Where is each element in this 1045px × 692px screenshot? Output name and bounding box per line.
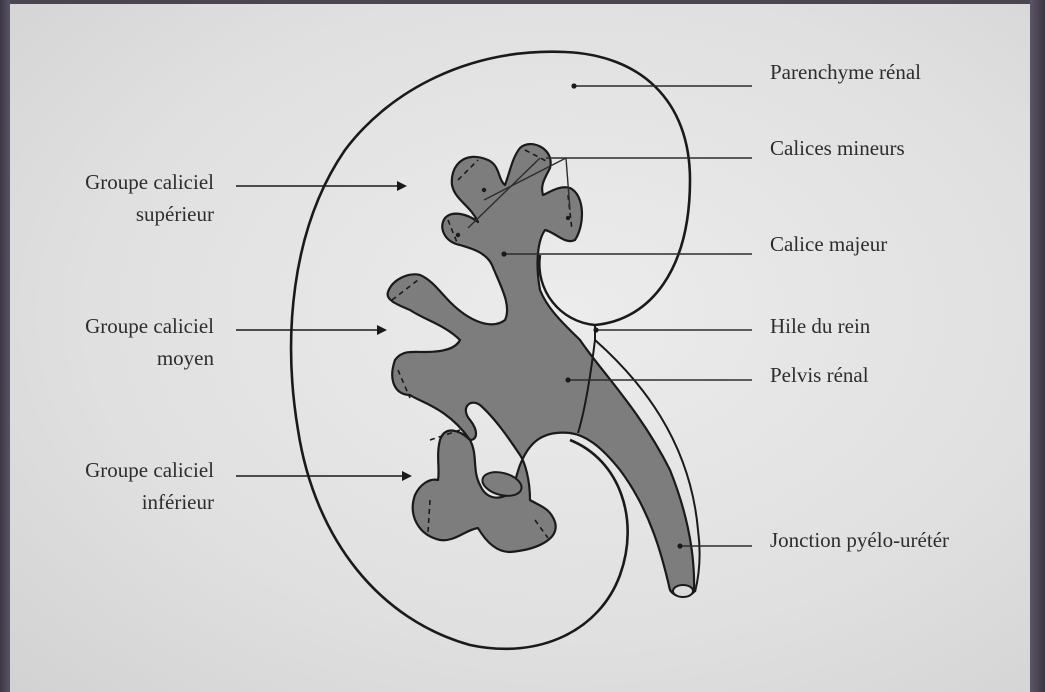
ureter-lumen xyxy=(673,585,693,597)
label-groupe-moyen-line1: Groupe caliciel xyxy=(20,312,214,340)
label-calice-majeur: Calice majeur xyxy=(770,230,887,258)
label-calices-mineurs: Calices mineurs xyxy=(770,134,905,162)
label-groupe-inferieur-line2: inférieur xyxy=(20,488,214,516)
label-pelvis: Pelvis rénal xyxy=(770,361,869,389)
arrows-left xyxy=(236,186,410,476)
label-groupe-superieur-line1: Groupe caliciel xyxy=(20,168,214,196)
label-groupe-moyen-line2: moyen xyxy=(20,344,214,372)
label-hile: Hile du rein xyxy=(770,312,870,340)
label-parenchyme: Parenchyme rénal xyxy=(770,58,921,86)
label-groupe-inferieur-line1: Groupe caliciel xyxy=(20,456,214,484)
label-groupe-superieur-line2: supérieur xyxy=(20,200,214,228)
label-jonction: Jonction pyélo-urétér xyxy=(770,526,949,554)
